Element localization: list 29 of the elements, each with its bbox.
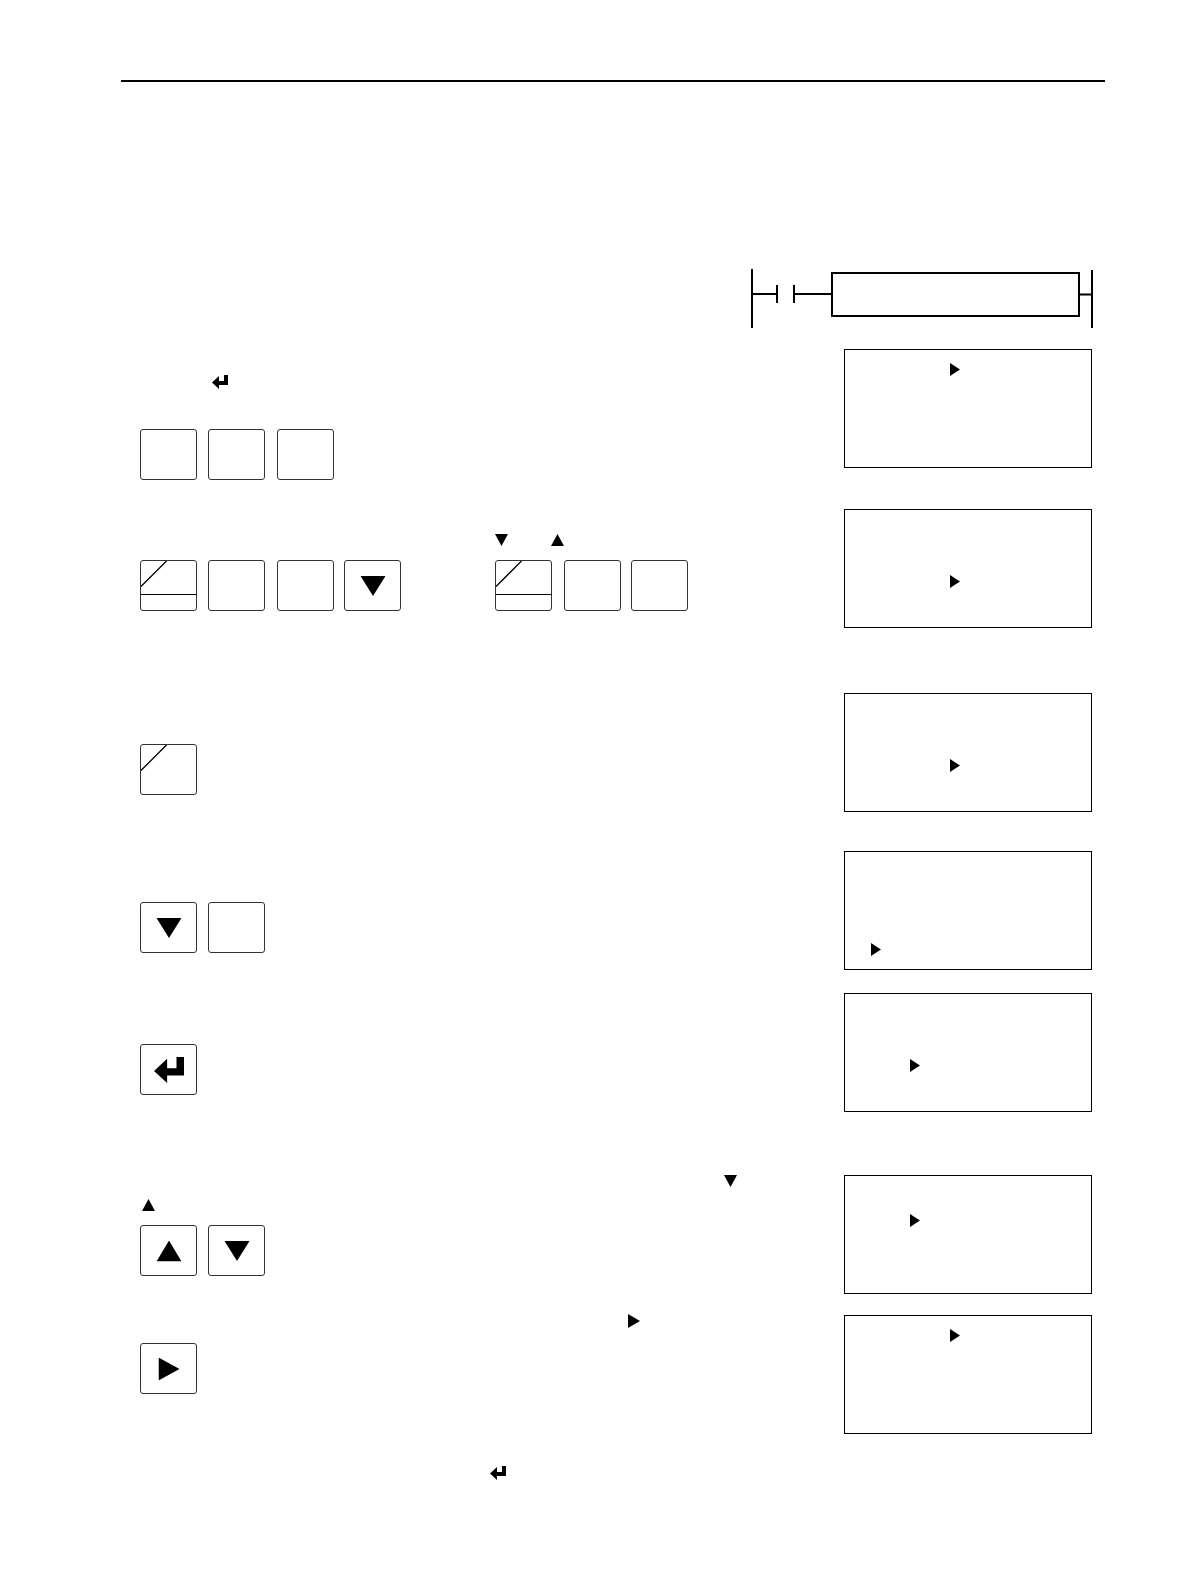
blank-key	[208, 560, 265, 611]
blank-key	[208, 429, 265, 480]
blank-key	[140, 429, 197, 480]
blank-key	[631, 560, 688, 611]
lcd-display	[844, 1175, 1092, 1294]
right-arrow-key	[140, 1343, 197, 1394]
split-key	[140, 560, 197, 611]
lcd-display	[844, 349, 1092, 468]
rung-line	[752, 293, 777, 295]
slash-key	[140, 744, 197, 795]
lcd-display	[844, 693, 1092, 812]
instruction-box	[831, 272, 1080, 317]
enter-key	[140, 1044, 197, 1095]
lcd-display	[844, 1315, 1092, 1434]
blank-key	[277, 429, 334, 480]
down-arrow-key	[344, 560, 401, 611]
up-arrow-key	[140, 1225, 197, 1276]
blank-key	[277, 560, 334, 611]
rung-line	[1079, 293, 1092, 296]
lcd-display	[844, 851, 1092, 970]
blank-key	[564, 560, 621, 611]
split-key	[495, 560, 552, 611]
lcd-display	[844, 993, 1092, 1112]
down-arrow-key	[208, 1225, 265, 1276]
blank-key	[208, 902, 265, 953]
lcd-display	[844, 509, 1092, 628]
contact-symbol	[776, 285, 795, 303]
rung-line	[794, 293, 832, 295]
down-arrow-key	[140, 902, 197, 953]
